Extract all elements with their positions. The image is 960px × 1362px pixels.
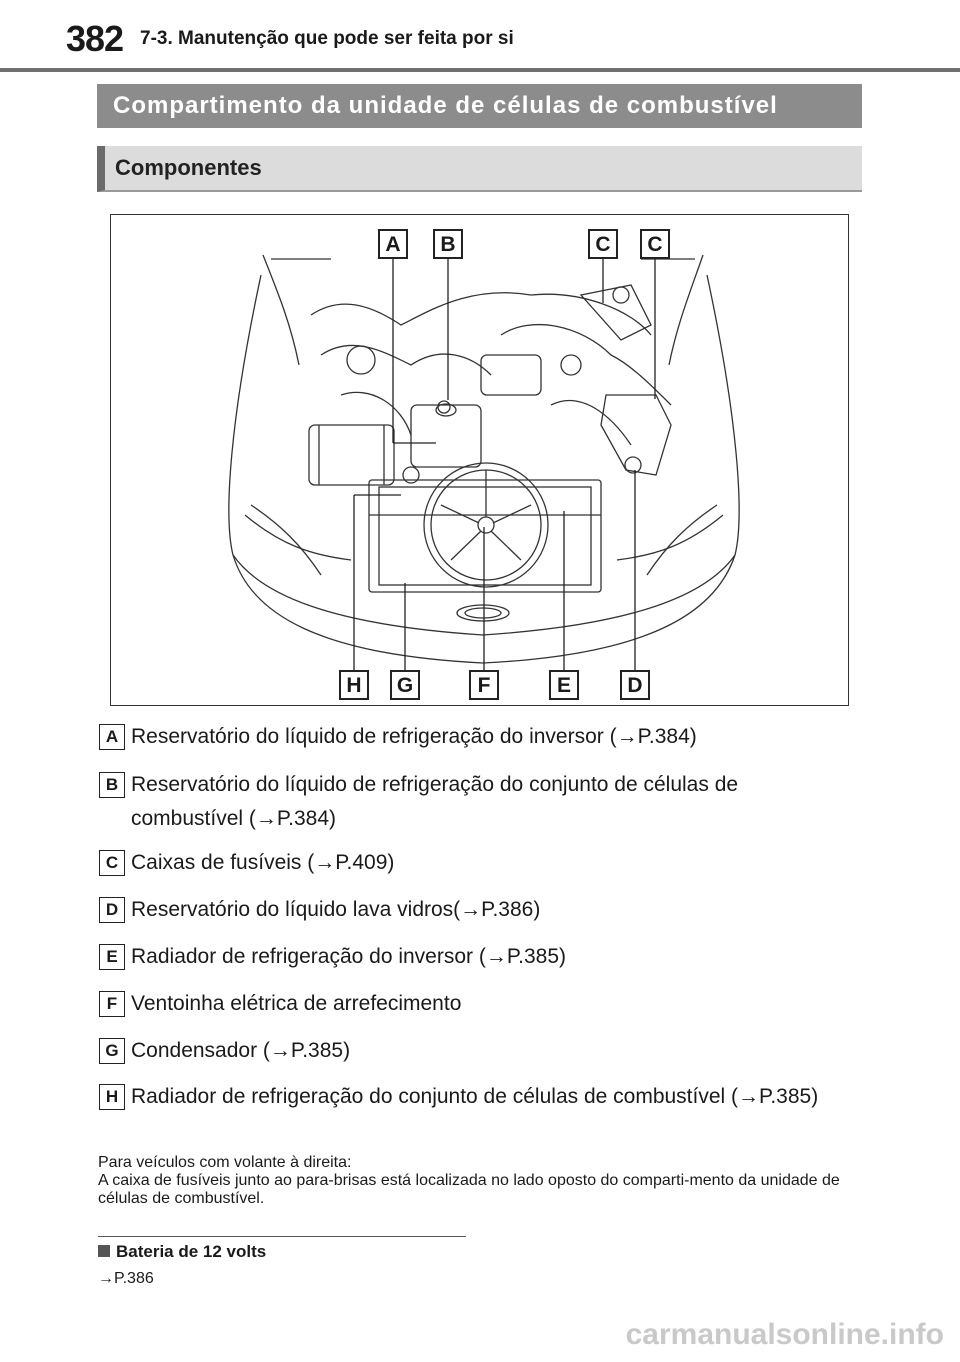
callout-g: G <box>390 670 420 700</box>
item-text: Radiador de refrigeração do inversor (→P… <box>131 945 567 968</box>
item-letter: H <box>99 1084 125 1110</box>
section-header: 7-3. Manutenção que pode ser feita por s… <box>140 28 514 49</box>
callout-e: E <box>549 670 579 700</box>
item-text: Reservatório do líquido de refrigeração … <box>131 725 697 748</box>
square-bullet-icon <box>98 1245 110 1257</box>
item-letter: F <box>99 991 125 1017</box>
callout-f: F <box>469 670 499 700</box>
callout-d: D <box>620 670 650 700</box>
item-letter: E <box>99 944 125 970</box>
item-letter: G <box>99 1038 125 1064</box>
rhd-note: Para veículos com volante à direita: A c… <box>98 1154 868 1208</box>
item-text: Caixas de fusíveis (→P.409) <box>131 851 395 874</box>
item-text: Condensador (→P.385) <box>131 1039 351 1062</box>
item-text: Reservatório do líquido lava vidros(→P.3… <box>131 898 541 921</box>
battery-page-ref[interactable]: →P.386 <box>98 1270 154 1287</box>
item-letter: D <box>99 897 125 923</box>
section-title: Compartimento da unidade de células de c… <box>97 84 862 128</box>
engine-compartment-illustration <box>228 254 740 670</box>
item-letter: B <box>99 772 125 798</box>
page-number: 382 <box>66 18 124 59</box>
item-text: Radiador de refrigeração do conjunto de … <box>131 1085 819 1108</box>
note-line-1: Para veículos com volante à direita: <box>98 1154 352 1171</box>
item-text: Reservatório do líquido de refrigeração … <box>131 773 739 830</box>
callout-b: B <box>433 229 463 259</box>
item-text: Ventoinha elétrica de arrefecimento <box>131 992 462 1015</box>
item-letter: C <box>99 850 125 876</box>
footer-area <box>0 1300 960 1362</box>
subsection-title: Componentes <box>97 146 862 192</box>
battery-heading: Bateria de 12 volts <box>98 1242 266 1262</box>
callout-c-left: C <box>588 229 618 259</box>
note-line-2: A caixa de fusíveis junto ao para-brisas… <box>98 1172 840 1207</box>
callout-c-right: C <box>640 229 670 259</box>
item-letter: A <box>99 724 125 750</box>
divider <box>98 1236 466 1237</box>
engine-compartment-figure: A B C C H G F E D <box>110 214 849 706</box>
watermark: carmanualsonline.info <box>625 1318 944 1351</box>
callout-h: H <box>339 670 369 700</box>
callout-a: A <box>378 229 408 259</box>
header-divider <box>0 68 960 72</box>
battery-heading-text: Bateria de 12 volts <box>116 1242 267 1261</box>
